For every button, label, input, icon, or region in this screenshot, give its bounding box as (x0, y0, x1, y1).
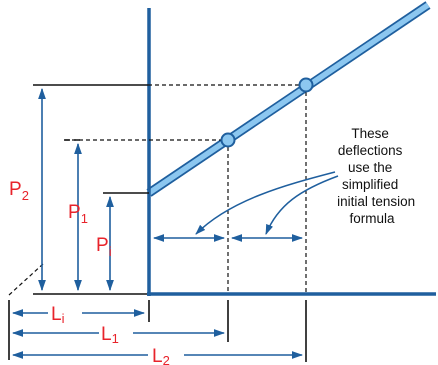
label-l1: L1 (101, 324, 119, 346)
deflection-note: These deflections use the simplified ini… (337, 126, 419, 226)
label-pi: Pi (96, 235, 112, 259)
vertical-dimension-arrows (38, 87, 114, 292)
dashed-guides (8, 84, 307, 296)
level-lines (33, 84, 149, 295)
label-li: Li (51, 304, 65, 326)
label-p1: P1 (68, 202, 88, 226)
point-one-marker (220, 132, 236, 148)
point-two-marker (298, 77, 314, 93)
label-l2: L2 (152, 346, 170, 365)
note-pointers (195, 171, 339, 235)
load-deflection-line (146, 1, 431, 197)
horizontal-dimension-arrows (11, 234, 304, 359)
dimension-ticks (8, 300, 307, 362)
label-p2: P2 (9, 179, 29, 203)
